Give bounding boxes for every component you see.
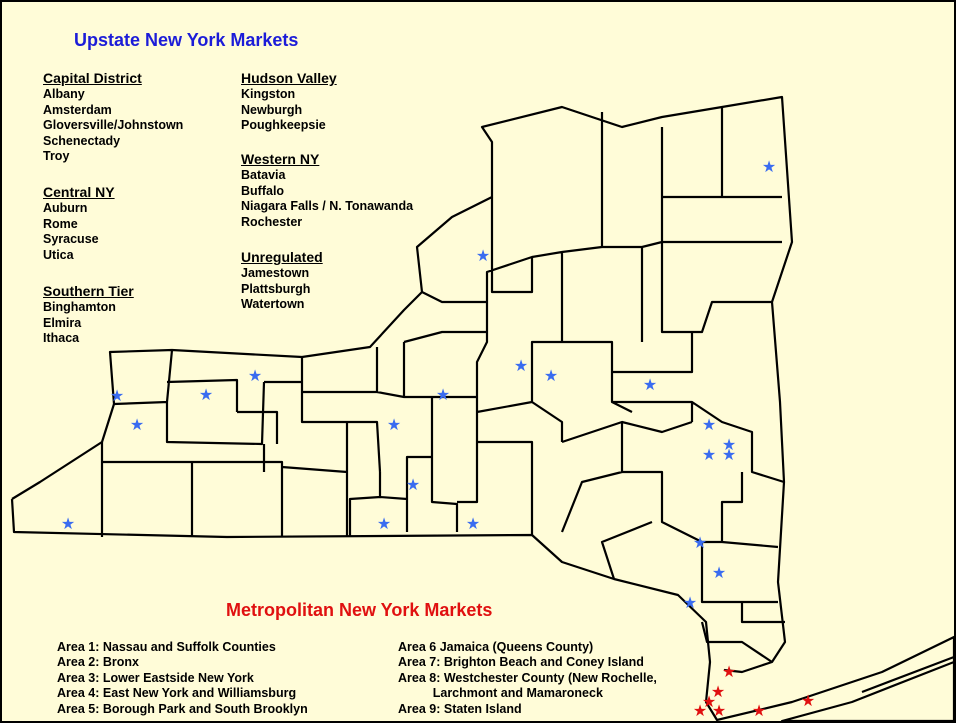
- city-name: Amsterdam: [43, 102, 112, 117]
- city-name: Poughkeepsie: [241, 118, 326, 133]
- upstate-marker: ★: [476, 246, 490, 265]
- metro-areas-right: Area 6 Jamaica (Queens County) Area 7: B…: [398, 640, 657, 717]
- upstate-marker: ★: [683, 593, 697, 612]
- upstate-marker: ★: [643, 375, 657, 394]
- city-name: Newburgh: [241, 102, 303, 117]
- city-name: Syracuse: [43, 232, 99, 247]
- state-outline: [10, 95, 954, 721]
- upstate-marker: ★: [544, 366, 558, 385]
- metro-marker: ★: [801, 691, 815, 710]
- metro-title: Metropolitan New York Markets: [226, 600, 493, 620]
- market-group-capital-district: Capital District Albany Amsterdam Glover…: [43, 70, 183, 165]
- metro-marker: ★: [711, 682, 725, 701]
- area-item: Area 2: Bronx: [57, 655, 139, 670]
- upstate-title: Upstate New York Markets: [74, 30, 299, 50]
- upstate-marker: ★: [377, 514, 391, 533]
- upstate-marker: ★: [466, 514, 480, 533]
- upstate-marker: ★: [436, 385, 450, 404]
- upstate-marker: ★: [61, 514, 75, 533]
- area-item: Area 9: Staten Island: [398, 701, 522, 716]
- area-item: Area 8: Westchester County (New Rochelle…: [398, 670, 657, 685]
- market-group-western-ny: Western NY Batavia Buffalo Niagara Falls…: [241, 151, 413, 230]
- group-header: Capital District: [43, 70, 142, 86]
- city-name: Kingston: [241, 87, 296, 101]
- upstate-marker: ★: [762, 157, 776, 176]
- upstate-marker: ★: [110, 386, 124, 405]
- upstate-marker: ★: [702, 415, 716, 434]
- metro-areas-left: Area 1: Nassau and Suffolk Counties Area…: [57, 640, 308, 717]
- upstate-marker: ★: [722, 435, 736, 454]
- upstate-marker: ★: [712, 563, 726, 582]
- area-item: Area 4: East New York and Williamsburg: [57, 686, 297, 701]
- group-header: Western NY: [241, 151, 320, 167]
- upstate-marker: ★: [406, 475, 420, 494]
- city-name: Rochester: [241, 214, 303, 229]
- market-group-hudson-valley: Hudson Valley Kingston Newburgh Poughkee…: [241, 70, 337, 134]
- upstate-marker: ★: [693, 533, 707, 552]
- metro-marker: ★: [693, 701, 707, 720]
- city-name: Batavia: [241, 168, 286, 182]
- city-name: Auburn: [43, 201, 88, 215]
- city-name: Troy: [43, 149, 70, 164]
- area-item: Area 1: Nassau and Suffolk Counties: [57, 640, 276, 654]
- upstate-marker: ★: [248, 366, 262, 385]
- area-item: Larchmont and Mamaroneck: [398, 686, 603, 701]
- area-item: Area 3: Lower Eastside New York: [57, 670, 254, 685]
- city-name: Ithaca: [43, 331, 80, 346]
- metro-marker: ★: [712, 701, 726, 720]
- city-name: Niagara Falls / N. Tonawanda: [241, 199, 414, 214]
- city-name: Albany: [43, 87, 85, 101]
- upstate-marker: ★: [130, 415, 144, 434]
- group-header: Southern Tier: [43, 283, 134, 299]
- upstate-marker: ★: [199, 385, 213, 404]
- upstate-marker: ★: [387, 415, 401, 434]
- metro-marker: ★: [702, 692, 716, 711]
- city-name: Gloversville/Johnstown: [43, 118, 184, 133]
- city-name: Elmira: [43, 315, 82, 330]
- city-name: Utica: [43, 247, 74, 262]
- city-name: Rome: [43, 216, 78, 231]
- area-item: Area 5: Borough Park and South Brooklyn: [57, 701, 308, 716]
- metro-marker: ★: [752, 701, 766, 720]
- upstate-marker: ★: [702, 445, 716, 464]
- group-header: Central NY: [43, 184, 115, 200]
- market-group-unregulated: Unregulated Jamestown Plattsburgh Watert…: [241, 249, 323, 313]
- city-name: Buffalo: [241, 183, 285, 198]
- group-header: Hudson Valley: [241, 70, 337, 86]
- city-name: Watertown: [241, 297, 305, 312]
- upstate-marker: ★: [514, 356, 528, 375]
- city-name: Schenectady: [43, 133, 121, 148]
- market-group-southern-tier: Southern Tier Binghamton Elmira Ithaca: [43, 283, 134, 347]
- city-name: Binghamton: [43, 300, 116, 314]
- upstate-marker: ★: [722, 445, 736, 464]
- city-name: Plattsburgh: [241, 281, 311, 296]
- group-header: Unregulated: [241, 249, 323, 265]
- market-group-central-ny: Central NY Auburn Rome Syracuse Utica: [43, 184, 115, 263]
- city-name: Jamestown: [241, 266, 310, 280]
- area-item: Area 7: Brighton Beach and Coney Island: [398, 655, 644, 670]
- area-item: Area 6 Jamaica (Queens County): [398, 640, 594, 654]
- metro-marker: ★: [722, 662, 736, 681]
- county-lines: [100, 107, 785, 663]
